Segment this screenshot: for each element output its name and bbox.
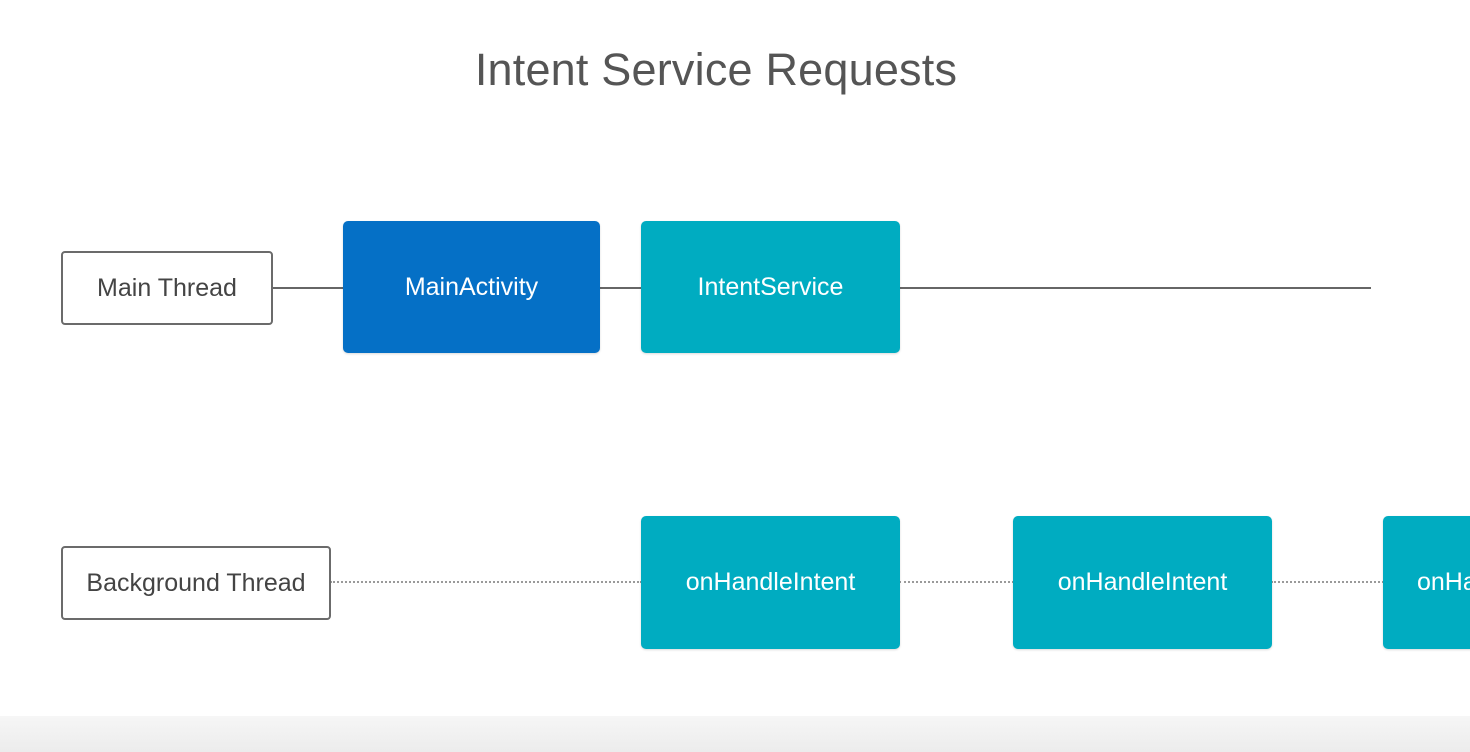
background-thread-label: Background Thread bbox=[61, 546, 331, 620]
on-handle-intent-block-2: onHandleIntent bbox=[1013, 516, 1272, 649]
main-thread-connector-2 bbox=[599, 287, 642, 289]
intent-service-block: IntentService bbox=[641, 221, 900, 353]
on-handle-intent-block-3: onHandleIntent bbox=[1383, 516, 1470, 649]
bottom-bar bbox=[0, 716, 1470, 752]
main-thread-connector-1 bbox=[272, 287, 344, 289]
background-thread-connector-2 bbox=[899, 581, 1014, 583]
on-handle-intent-block-1: onHandleIntent bbox=[641, 516, 900, 649]
diagram-title: Intent Service Requests bbox=[474, 44, 958, 95]
main-activity-block: MainActivity bbox=[343, 221, 600, 353]
main-thread-timeline bbox=[899, 287, 1371, 289]
background-thread-connector-3 bbox=[1271, 581, 1384, 583]
background-thread-connector-1 bbox=[330, 581, 642, 583]
main-thread-label: Main Thread bbox=[61, 251, 273, 325]
